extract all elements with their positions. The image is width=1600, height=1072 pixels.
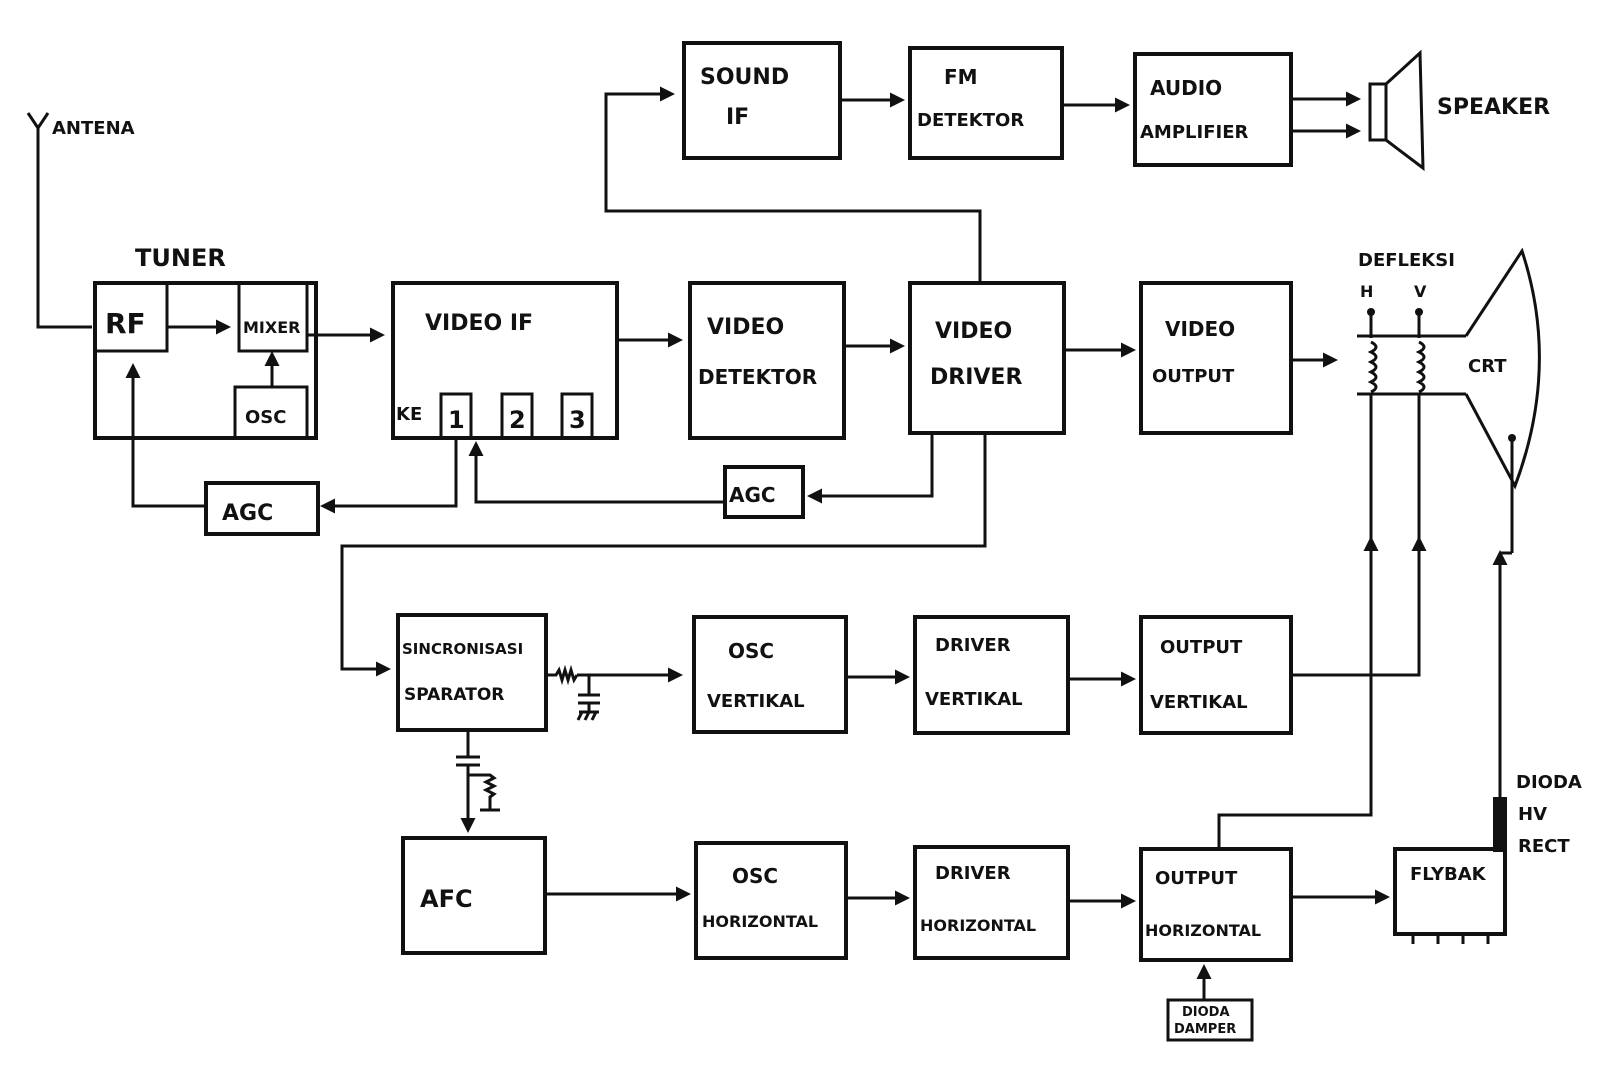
flybak-pins bbox=[1411, 934, 1490, 944]
tuner-block bbox=[93, 281, 318, 440]
video-driver-label-2: DRIVER bbox=[930, 365, 1022, 390]
video-output-block bbox=[1139, 281, 1293, 435]
dioda-damper-label-2: DAMPER bbox=[1174, 1022, 1236, 1037]
osc-tuner-label: OSC bbox=[245, 407, 286, 428]
fm-detektor-label-2: DETEKTOR bbox=[917, 110, 1024, 131]
agc-to-rf-arrow bbox=[125, 363, 206, 508]
flybak-label: FLYBAK bbox=[1410, 864, 1487, 885]
video-detektor-label-1: VIDEO bbox=[707, 315, 784, 340]
driver-vertikal-label-1: DRIVER bbox=[935, 635, 1011, 656]
crt-neck bbox=[1357, 334, 1466, 396]
driver-to-agc-arrow bbox=[807, 433, 934, 504]
ke-label: KE bbox=[396, 404, 422, 425]
video-driver-block bbox=[908, 281, 1066, 435]
output-vertikal-label-2: VERTIKAL bbox=[1150, 692, 1248, 713]
agc-video-block bbox=[723, 465, 805, 519]
v-deflection-coil bbox=[1415, 340, 1426, 394]
rf-label: RF bbox=[105, 307, 146, 340]
vertical-integrator-capacitor bbox=[576, 675, 600, 721]
if-stage-3 bbox=[560, 392, 594, 440]
output-vertikal-block bbox=[1139, 615, 1293, 735]
video-if-label: VIDEO IF bbox=[425, 311, 533, 336]
driver-vertikal-block bbox=[913, 615, 1070, 735]
if-stage-1-label: 1 bbox=[448, 406, 465, 434]
agc-tuner-block bbox=[204, 481, 320, 536]
afc-label: AFC bbox=[420, 885, 473, 913]
video-detektor-label-2: DETEKTOR bbox=[698, 365, 817, 389]
tuner-label: TUNER bbox=[135, 244, 226, 272]
sync-separator-label-1: SINCRONISASI bbox=[402, 640, 523, 658]
dioda-hv-label-3: RECT bbox=[1518, 836, 1570, 857]
osc-vertikal-block bbox=[692, 615, 848, 734]
if-stage-2 bbox=[500, 392, 534, 440]
yoke-leads bbox=[1369, 312, 1421, 338]
driver-to-sync-arrow bbox=[340, 433, 987, 677]
videoif-to-agc-arrow bbox=[320, 438, 458, 514]
speaker-label: SPEAKER bbox=[1437, 95, 1550, 120]
output-vertikal-label-1: OUTPUT bbox=[1160, 637, 1243, 658]
if-stage-3-label: 3 bbox=[569, 406, 586, 434]
osc-horizontal-label-2: HORIZONTAL bbox=[702, 912, 818, 931]
h-deflection-coil bbox=[1367, 340, 1378, 394]
video-output-label-2: OUTPUT bbox=[1152, 366, 1235, 387]
audio-amplifier-label-2: AMPLIFIER bbox=[1140, 122, 1248, 143]
crt-bulb bbox=[1464, 247, 1541, 490]
driver-horizontal-label-2: HORIZONTAL bbox=[920, 916, 1036, 935]
osc-vertikal-label-2: VERTIKAL bbox=[707, 691, 805, 712]
antenna-symbol bbox=[26, 112, 92, 329]
dioda-hv-label-2: HV bbox=[1518, 804, 1547, 825]
dioda-damper-label-1: DIODA bbox=[1182, 1005, 1230, 1020]
rf-block bbox=[93, 281, 169, 353]
dioda-hv-label-1: DIODA bbox=[1516, 772, 1582, 793]
video-output-label-1: VIDEO bbox=[1165, 317, 1235, 341]
fm-detektor-label-1: FM bbox=[944, 65, 978, 89]
speaker-symbol bbox=[1368, 49, 1425, 172]
defleksi-label: DEFLEKSI bbox=[1358, 250, 1455, 271]
horizontal-sync-network bbox=[456, 730, 500, 812]
flybak-block bbox=[1393, 847, 1507, 936]
h-label: H bbox=[1360, 282, 1373, 301]
agc-to-videoif-arrow bbox=[468, 441, 725, 504]
sound-if-block bbox=[682, 41, 842, 160]
driver-horizontal-label-1: DRIVER bbox=[935, 863, 1011, 884]
driver-to-soundif-arrow bbox=[604, 86, 982, 283]
audio-amplifier-label-1: AUDIO bbox=[1150, 76, 1222, 100]
osc-vertikal-label-1: OSC bbox=[728, 639, 774, 663]
agc-video-label: AGC bbox=[729, 483, 776, 507]
if-stage-2-label: 2 bbox=[509, 406, 526, 434]
video-driver-label-1: VIDEO bbox=[935, 319, 1012, 344]
osc-horizontal-label-1: OSC bbox=[732, 864, 778, 888]
output-vert-to-yoke-arrow bbox=[1291, 536, 1427, 677]
dioda-hv-rect-body bbox=[1493, 797, 1507, 852]
mixer-label: MIXER bbox=[243, 318, 300, 337]
dioda-damper-block bbox=[1166, 998, 1254, 1042]
output-horizontal-block bbox=[1139, 847, 1293, 962]
output-hor-to-yoke-arrow bbox=[1217, 536, 1379, 849]
driver-vertikal-label-2: VERTIKAL bbox=[925, 689, 1023, 710]
osc-horizontal-block bbox=[694, 841, 848, 960]
output-horizontal-label-2: HORIZONTAL bbox=[1145, 921, 1261, 940]
output-horizontal-label-1: OUTPUT bbox=[1155, 868, 1238, 889]
antena-label: ANTENA bbox=[52, 118, 135, 139]
fm-detektor-block bbox=[908, 46, 1064, 160]
crt-label: CRT bbox=[1468, 356, 1507, 377]
vertical-integrator-resistor bbox=[546, 664, 579, 686]
sound-if-label-1: SOUND bbox=[700, 65, 789, 90]
sound-if-label-2: IF bbox=[726, 105, 749, 130]
audio-amplifier-block bbox=[1133, 52, 1293, 167]
sync-separator-block bbox=[396, 613, 548, 732]
agc-tuner-label: AGC bbox=[222, 501, 273, 526]
video-detektor-block bbox=[688, 281, 846, 440]
sync-separator-label-2: SPARATOR bbox=[404, 685, 504, 705]
mixer-block bbox=[237, 281, 309, 353]
v-label: V bbox=[1414, 282, 1427, 301]
